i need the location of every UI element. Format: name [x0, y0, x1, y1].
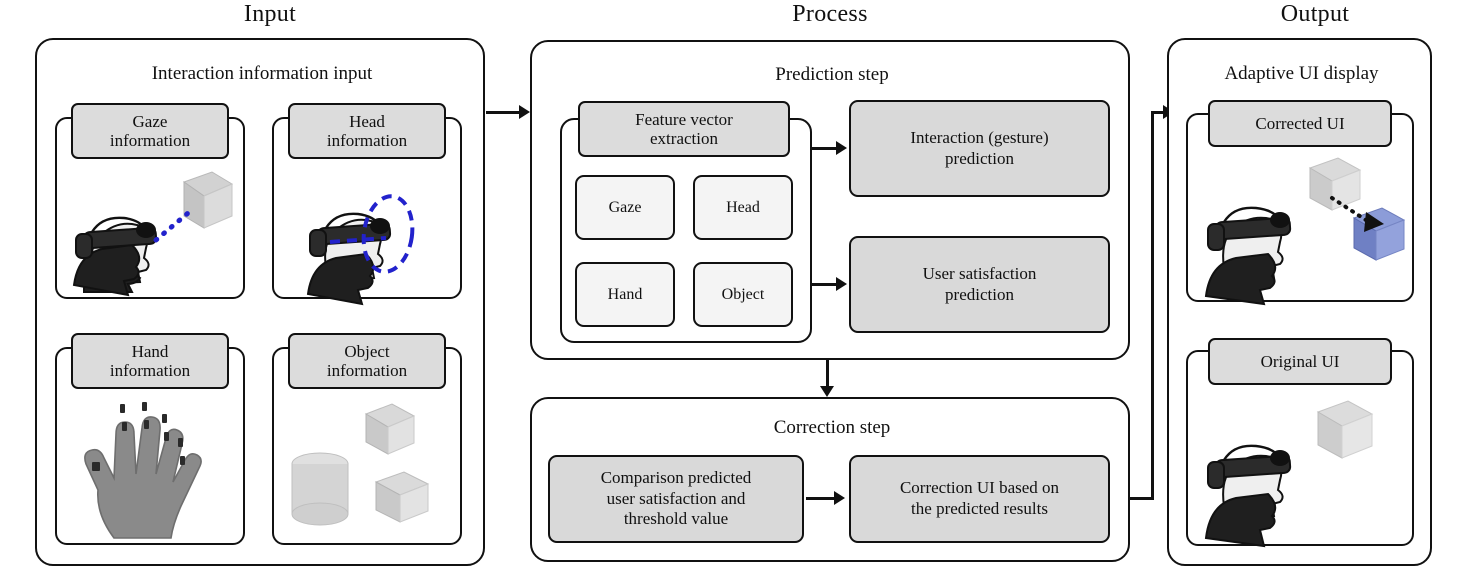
user-satisfaction-prediction-box[interactable]: User satisfaction prediction — [849, 236, 1110, 333]
hmd-avatar-icon — [306, 212, 392, 306]
move-arrowhead — [1364, 212, 1384, 232]
input-card-gaze-header: Gaze information — [71, 103, 229, 159]
grey-cylinder-icon — [291, 452, 349, 526]
column-title-process: Process — [792, 1, 868, 27]
grey-cube-icon-2 — [374, 471, 430, 523]
head-axis-dashed-line — [329, 236, 387, 244]
hand-header-line2: information — [109, 361, 191, 380]
column-title-input: Input — [243, 1, 297, 27]
comparison-box[interactable]: Comparison predicted user satisfaction a… — [548, 455, 804, 543]
feature-box-object[interactable]: Object — [693, 262, 793, 327]
feature-box-head[interactable]: Head — [693, 175, 793, 240]
object-header-line2: information — [326, 361, 408, 380]
grey-cube-icon — [364, 403, 416, 455]
feature-header-line1: Feature vector — [635, 109, 733, 129]
correction-step-title: Correction step — [773, 417, 891, 438]
connector-input-to-process-arrowhead — [519, 105, 530, 119]
input-panel-title: Interaction information input — [151, 63, 373, 84]
object-header-line1: Object — [344, 341, 390, 361]
connector-prediction-to-correction — [826, 360, 829, 388]
connector-feature-to-interaction — [812, 147, 838, 150]
tracked-hand-icon — [84, 402, 202, 539]
connector-feature-to-satisfaction — [812, 283, 838, 286]
gaze-illustration — [62, 160, 240, 297]
correction-ui-line1: Correction UI based on — [899, 478, 1060, 498]
connector-correction-to-output-seg3 — [1151, 111, 1166, 114]
hmd-avatar-icon — [1204, 444, 1292, 548]
head-rotation-dashed-circle — [361, 194, 415, 274]
object-illustration — [282, 392, 454, 542]
user-satisfaction-line1: User satisfaction — [922, 263, 1037, 283]
interaction-prediction-line2: prediction — [945, 148, 1014, 168]
connector-correction-to-output-seg1 — [1130, 497, 1154, 500]
connector-input-to-process — [486, 111, 521, 114]
grey-cube-icon — [182, 171, 234, 229]
feature-box-hand[interactable]: Hand — [575, 262, 675, 327]
gaze-ray — [153, 205, 197, 243]
correction-ui-line2: the predicted results — [911, 499, 1048, 518]
connector-feature-to-interaction-arrowhead — [836, 141, 847, 155]
prediction-step-title: Prediction step — [775, 64, 889, 85]
input-card-head-header: Head information — [288, 103, 446, 159]
feature-header-line2: extraction — [650, 129, 718, 148]
hand-header-line1: Hand — [131, 341, 169, 361]
input-card-object-header: Object information — [288, 333, 446, 389]
connector-comparison-to-correction-ui-arrowhead — [834, 491, 845, 505]
head-illustration — [280, 158, 458, 306]
gaze-header-line2: information — [109, 131, 191, 150]
user-satisfaction-line2: prediction — [945, 284, 1014, 304]
connector-prediction-to-correction-arrowhead — [820, 386, 834, 397]
correction-ui-box[interactable]: Correction UI based on the predicted res… — [849, 455, 1110, 543]
comparison-line3: threshold value — [623, 509, 729, 529]
hmd-avatar-icon — [72, 216, 158, 297]
interaction-prediction-line1: Interaction (gesture) — [910, 127, 1049, 147]
gaze-header-line1: Gaze — [132, 111, 168, 131]
original-ui-illustration — [1192, 388, 1412, 548]
head-header-line1: Head — [349, 111, 385, 131]
input-card-hand-header: Hand information — [71, 333, 229, 389]
feature-vector-extraction-header: Feature vector extraction — [578, 101, 790, 157]
hmd-avatar-icon — [1204, 206, 1292, 306]
hand-illustration — [70, 388, 230, 540]
interaction-prediction-box[interactable]: Interaction (gesture) prediction — [849, 100, 1110, 197]
comparison-line2: user satisfaction and — [606, 488, 746, 508]
column-title-output: Output — [1280, 1, 1350, 27]
connector-comparison-to-correction-ui — [806, 497, 836, 500]
output-card-original-ui-header: Original UI — [1208, 338, 1392, 385]
head-header-line2: information — [326, 131, 408, 150]
comparison-line1: Comparison predicted — [600, 467, 752, 487]
connector-correction-to-output-seg2 — [1151, 111, 1154, 500]
grey-cube-icon — [1308, 157, 1362, 211]
grey-cube-icon — [1316, 400, 1374, 459]
output-panel-title: Adaptive UI display — [1224, 63, 1379, 84]
connector-feature-to-satisfaction-arrowhead — [836, 277, 847, 291]
feature-box-gaze[interactable]: Gaze — [575, 175, 675, 240]
corrected-ui-illustration — [1192, 150, 1412, 306]
output-card-corrected-ui-header: Corrected UI — [1208, 100, 1392, 147]
